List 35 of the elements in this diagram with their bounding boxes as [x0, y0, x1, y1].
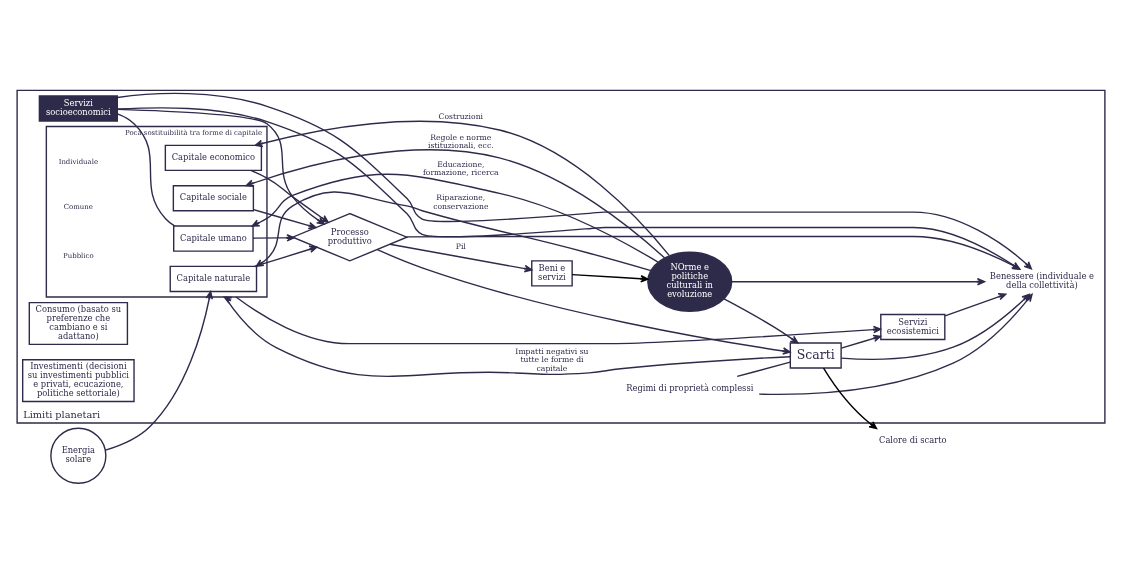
arrow — [254, 120, 671, 257]
connector — [116, 113, 176, 227]
arrow — [251, 173, 659, 263]
arrow — [822, 367, 878, 430]
arrow — [245, 149, 666, 259]
arrow — [731, 277, 986, 286]
node-box: Investimenti (decisioni su investimenti pubblici e privati, ecucazione, politiche settoriale) — [22, 359, 135, 403]
node-circle: Energia solare — [50, 427, 107, 484]
arrow — [389, 243, 533, 273]
node-text: Regimi di proprietà complessi — [626, 383, 754, 394]
node-box: Capitale sociale — [172, 185, 255, 212]
arrow — [571, 273, 649, 283]
arrow — [235, 296, 882, 345]
arrow — [840, 293, 1030, 360]
node-box: Servizi ecosistemici — [880, 313, 946, 341]
node-box: Beni e servizi — [531, 260, 573, 287]
node-box: Capitale economico — [164, 144, 263, 172]
node-text: Calore di scarto — [879, 435, 947, 446]
node-ellipse: NOrme e politiche culturali in evoluzione — [647, 251, 733, 312]
node-text: Benessere (individuale e della collettività) — [989, 271, 1094, 291]
arrow — [104, 290, 214, 451]
arrow — [223, 296, 791, 377]
arrow — [255, 191, 652, 272]
arrow — [723, 298, 799, 344]
arrow — [944, 293, 1007, 317]
node-box: Capitale naturale — [169, 265, 258, 293]
arrow — [840, 334, 882, 349]
connector — [736, 361, 791, 378]
arrow — [253, 245, 318, 268]
node-box: Capitale umano — [173, 225, 254, 252]
node-box: Consumo (basato su preferenze che cambiano e si adattano) — [28, 301, 129, 346]
node-box: Scarti — [789, 342, 842, 369]
arrow — [252, 208, 317, 230]
node-box: Servizi socioeconomici — [38, 95, 119, 122]
arrow — [252, 234, 295, 242]
